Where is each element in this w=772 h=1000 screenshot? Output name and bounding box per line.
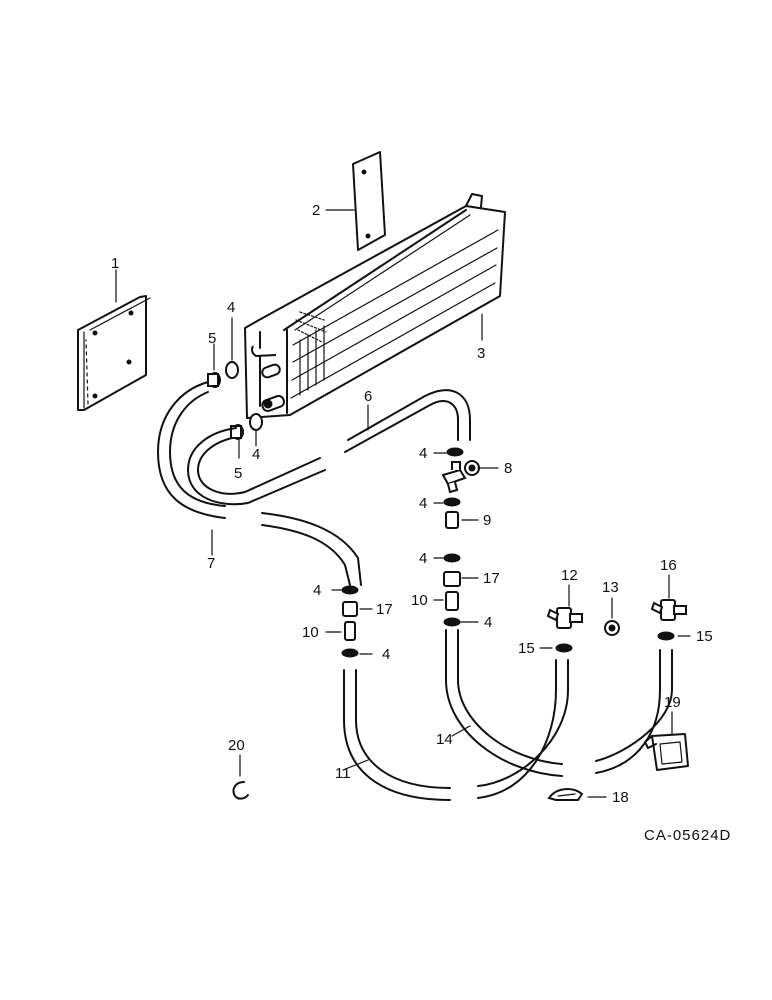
callout-15a: 15	[518, 640, 535, 657]
part-2-top-plate	[325, 151, 386, 251]
callout-9: 9	[483, 512, 491, 529]
part-16-valve	[650, 574, 691, 641]
callout-1: 1	[111, 255, 119, 272]
callout-16: 16	[660, 557, 677, 574]
callout-14: 14	[436, 731, 453, 748]
callout-19: 19	[664, 694, 681, 711]
callout-20: 20	[228, 737, 245, 754]
callout-17b: 17	[376, 601, 393, 618]
callout-8: 8	[504, 460, 512, 477]
callout-7: 7	[207, 555, 215, 572]
drawing-code: CA-05624D	[644, 827, 731, 844]
callout-6: 6	[364, 388, 372, 405]
part-18-clip	[547, 788, 607, 801]
callout-4a: 4	[227, 299, 235, 316]
callout-4c: 4	[419, 445, 427, 462]
center-fitting-stack	[433, 447, 499, 627]
callout-4h: 4	[382, 646, 390, 663]
part-3-heater-core	[244, 193, 506, 419]
part-14-hose	[445, 629, 673, 777]
part-7-hose	[157, 381, 362, 586]
callout-13: 13	[602, 579, 619, 596]
callout-4g: 4	[313, 582, 321, 599]
part-19-bracket	[644, 711, 689, 771]
callout-10a: 10	[411, 592, 428, 609]
callout-3: 3	[477, 345, 485, 362]
callout-labels: 1 2 3 4 5 4 5 6 7 4 8 4 9 4 17 10 4 4 17…	[111, 202, 713, 806]
callout-18: 18	[612, 789, 629, 806]
callout-10b: 10	[302, 624, 319, 641]
part-6-hose	[187, 389, 471, 506]
left-fitting-stack	[325, 585, 373, 658]
part-11-hose	[342, 659, 569, 801]
callout-11: 11	[335, 765, 351, 782]
callout-17a: 17	[483, 570, 500, 587]
callout-4d: 4	[419, 495, 427, 512]
callout-5b: 5	[234, 465, 242, 482]
part-12-valve	[539, 584, 583, 653]
callout-5a: 5	[208, 330, 216, 347]
callout-15b: 15	[696, 628, 713, 645]
part-1-side-panel	[77, 269, 151, 411]
core-fittings	[207, 317, 263, 459]
callout-4b: 4	[252, 446, 260, 463]
callout-12: 12	[561, 567, 578, 584]
callout-4f: 4	[484, 614, 492, 631]
part-20-clamp	[232, 754, 249, 800]
callout-4e: 4	[419, 550, 427, 567]
part-13-cap	[604, 597, 620, 636]
callout-2: 2	[312, 202, 320, 219]
